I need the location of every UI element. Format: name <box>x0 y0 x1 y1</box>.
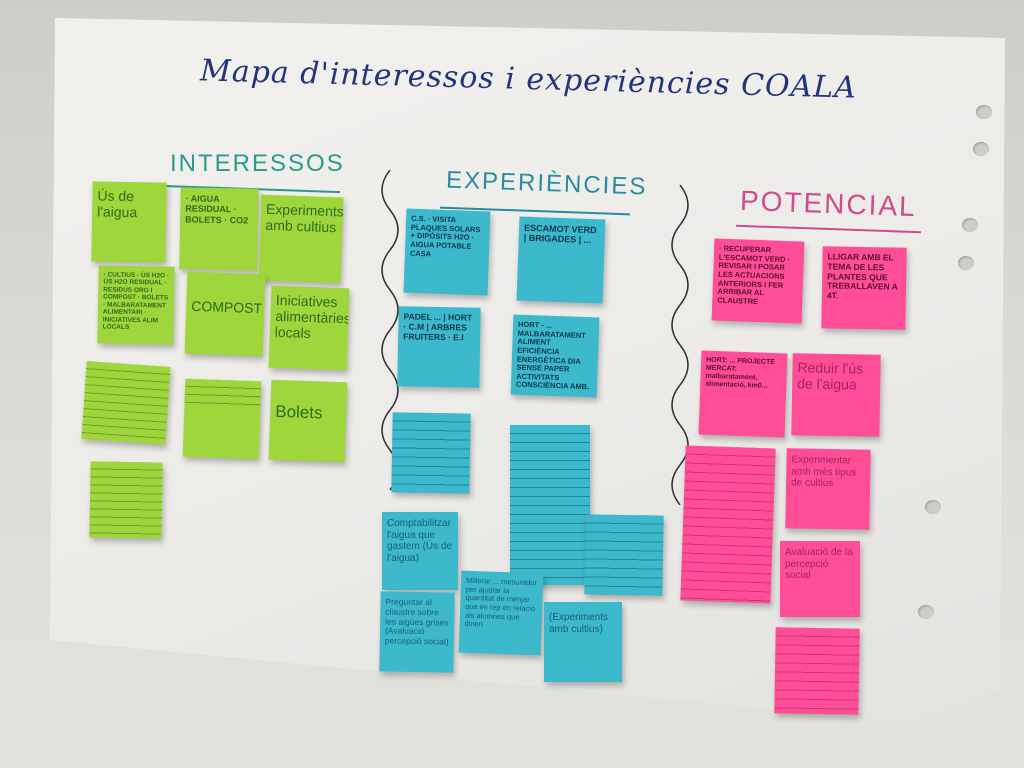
punch-hole <box>925 500 941 514</box>
sticky-note: HORT: ... PROJECTE MERCAT: malbaratament… <box>698 350 788 438</box>
sticky-note: HORT - ... MALBARATAMENT ALIMENT EFICIÈN… <box>510 314 600 398</box>
sticky-note <box>182 378 262 460</box>
punch-hole <box>958 256 974 270</box>
sticky-note: · AIGUA RESIDUAL · BOLETS · CO2 <box>179 187 259 271</box>
sticky-note: C.S. · VISITA PLAQUES SOLARS + DIPÒSITS … <box>403 208 491 296</box>
sticky-note: ESCAMOT VERD | BRIGADES | ... <box>516 216 606 304</box>
sticky-note: Experimentar amb més tipus de cultius <box>785 448 871 530</box>
sticky-note <box>774 627 860 715</box>
sticky-note: LLIGAR AMB EL TEMA DE LES PLANTES QUE TR… <box>821 246 907 330</box>
sticky-note: Preguntar al claustre sobre les aigües g… <box>379 591 455 673</box>
sticky-note <box>89 461 163 539</box>
punch-hole <box>962 218 978 232</box>
header-interessos: INTERESSOS <box>170 150 345 177</box>
punch-hole <box>976 105 992 119</box>
punch-hole <box>973 142 989 156</box>
sticky-note <box>391 412 471 494</box>
sticky-note: · CULTIUS · ÚS H2O · ÚS H2O RESIDUAL · R… <box>97 265 175 345</box>
sticky-note: Avaluació de la percepció social <box>780 541 860 617</box>
sticky-note: Bolets <box>268 379 348 463</box>
sticky-note <box>680 445 776 604</box>
sticky-note <box>510 425 590 585</box>
wavy-divider <box>381 170 399 491</box>
sticky-note: · RECUPERAR L'ESCAMOT VERD · REVISAR I P… <box>711 238 805 324</box>
header-potencial: POTENCIAL <box>739 184 918 223</box>
sticky-note: Reduir l'ús de l'aigua <box>791 353 881 437</box>
sticky-note: COMPOST <box>184 271 266 357</box>
sticky-note: Comptabilitzar l'aigua que gastem (Ús de… <box>382 512 458 590</box>
sticky-note: PADEL ... | HORT · C.M | ARBRES FRUITERS… <box>397 306 481 388</box>
punch-hole <box>918 605 934 619</box>
sticky-note: Iniciatives alimentàries locals <box>268 285 350 371</box>
sticky-note: Millorar ... mesurador per ajustar la qu… <box>458 570 544 656</box>
sticky-note <box>81 361 171 445</box>
sticky-note <box>584 514 664 596</box>
sticky-note: Ús de l'aigua <box>91 181 167 263</box>
sticky-note: Experiments amb cultius <box>258 194 344 284</box>
sticky-note: (Experiments amb cultius) <box>544 602 622 682</box>
